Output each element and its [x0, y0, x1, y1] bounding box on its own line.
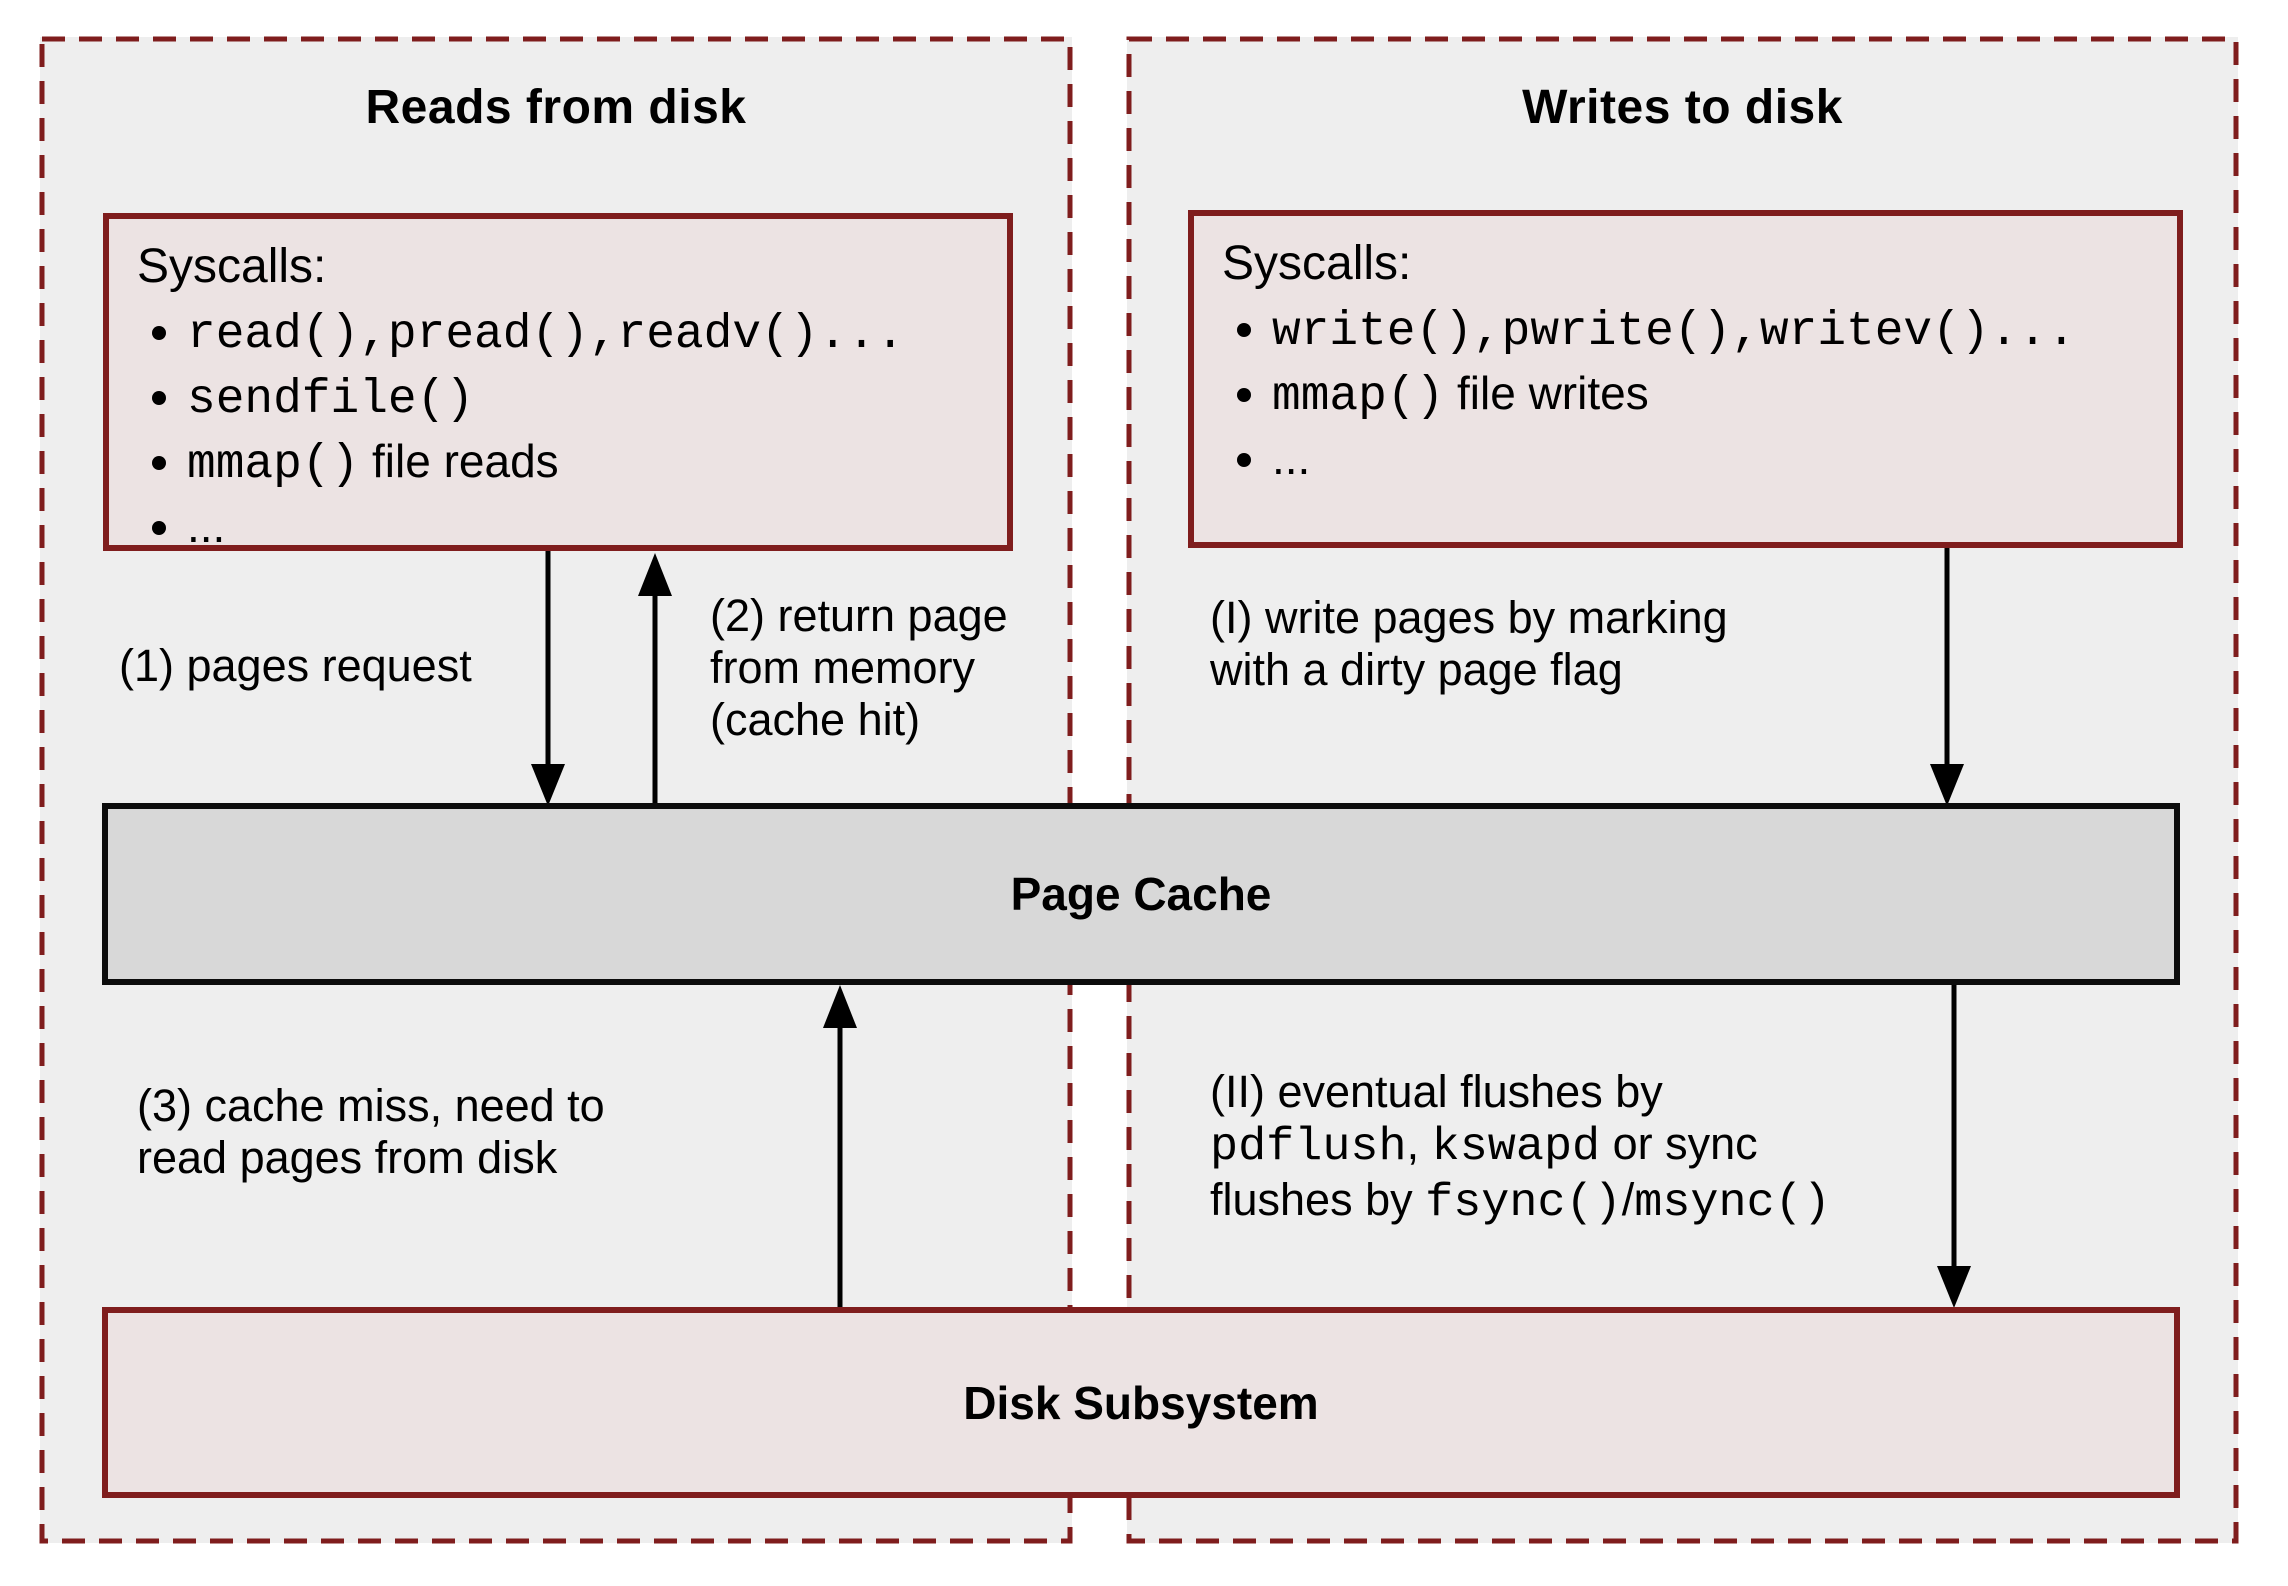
reads-panel-title: Reads from disk — [365, 81, 747, 134]
syscall-item: ... — [1272, 428, 2149, 489]
syscall-item: mmap() file reads — [187, 431, 979, 496]
mono-term: kswapd — [1431, 1121, 1601, 1174]
reads-syscalls-list: read(),pread(),readv()...sendfile()mmap(… — [137, 301, 979, 557]
text-segment: / — [1621, 1174, 1635, 1225]
syscall-item: mmap() file writes — [1272, 363, 2149, 428]
reads-panel-dashed-border — [39, 36, 1073, 1544]
mono-term: write(),pwrite(),writev()... — [1272, 305, 2076, 359]
reads-syscalls-box: Syscalls: read(),pread(),readv()... sendf… — [103, 213, 1013, 552]
cache-miss-label: (3) cache miss, need to read pages from … — [137, 1080, 605, 1183]
pages-request-label: (1) pages request — [119, 640, 472, 691]
syscall-item: sendfile() — [187, 366, 979, 431]
disk-subsystem-bar: Disk Subsystem — [102, 1307, 2180, 1498]
arrow-cache-miss — [823, 985, 857, 1310]
syscall-item: write(),pwrite(),writev()... — [1272, 298, 2149, 363]
text-segment: ... — [187, 500, 226, 552]
arrow-write-pages — [1930, 548, 1964, 806]
text-segment: ... — [1272, 432, 1311, 484]
mono-term: msync() — [1634, 1177, 1831, 1230]
page-cache-bar: Page Cache — [102, 803, 2180, 985]
arrow-pages-request — [531, 550, 565, 806]
mono-term: mmap() — [1272, 370, 1445, 424]
arrow-return-page — [638, 553, 672, 810]
syscall-item: read(),pread(),readv()... — [187, 301, 979, 366]
text-segment: file writes — [1444, 367, 1649, 419]
text-segment: file reads — [359, 435, 559, 487]
writes-panel-title: Writes to disk — [1522, 81, 1843, 134]
writes-syscalls-list: write(),pwrite(),writev()...mmap() file … — [1222, 298, 2149, 489]
writes-panel-dashed-border — [1126, 36, 2239, 1544]
mono-term: mmap() — [187, 438, 360, 492]
text-segment: , — [1406, 1118, 1432, 1169]
writes-syscalls-box: Syscalls: write(),pwrite(),writev()...mm… — [1188, 210, 2183, 548]
return-page-label: (2) return page from memory (cache hit) — [710, 590, 1008, 745]
writes-syscalls-heading: Syscalls: — [1222, 237, 1412, 290]
text-segment: or sync flushes by — [1210, 1118, 1758, 1225]
write-pages-label: (I) write pages by marking with a dirty … — [1210, 592, 1728, 695]
flushes-label: (II) eventual flushes by pdflush, kswapd… — [1210, 1066, 1831, 1230]
mono-term: read(),pread(),readv()... — [187, 308, 905, 362]
syscall-item: ... — [187, 496, 979, 557]
disk-subsystem-label: Disk Subsystem — [963, 1376, 1319, 1429]
page-cache-label: Page Cache — [1010, 868, 1272, 920]
mono-term: sendfile() — [187, 373, 475, 427]
reads-syscalls-heading: Syscalls: — [137, 240, 327, 293]
mono-term: fsync() — [1425, 1177, 1622, 1230]
text-segment: (II) eventual flushes by — [1210, 1066, 1663, 1117]
arrow-flushes — [1937, 985, 1971, 1308]
mono-term: pdflush — [1210, 1121, 1407, 1174]
